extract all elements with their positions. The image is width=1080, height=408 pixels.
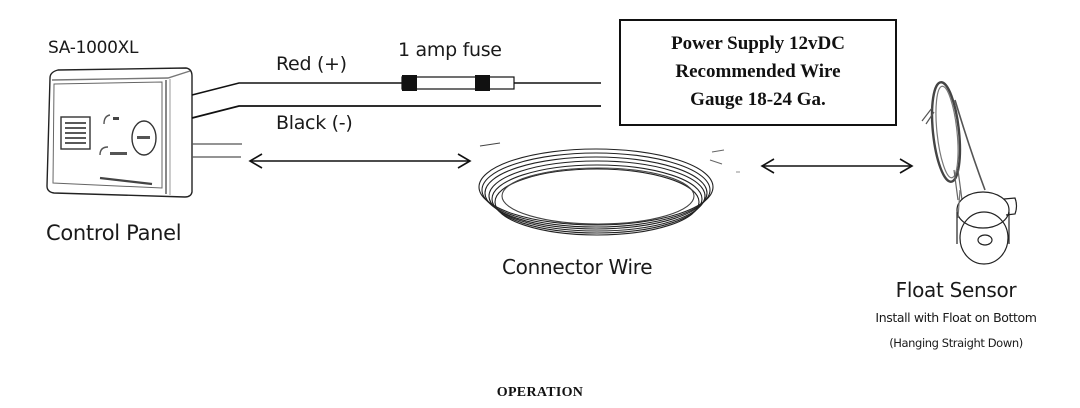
section-title: OPERATION <box>496 385 584 400</box>
float-sensor-label: Float Sensor <box>895 278 1017 302</box>
black-negative-wire <box>191 105 601 119</box>
red-positive-wire <box>191 82 601 96</box>
panel-front-face <box>52 81 163 189</box>
power-led-icon <box>103 114 111 125</box>
panel-brand-mark <box>99 176 153 186</box>
float-sensor-install-note: Install with Float on Bottom <box>875 310 1037 325</box>
red-wire-label: Red (+) <box>276 53 347 75</box>
panel-top-bevel <box>51 70 191 81</box>
control-panel-device <box>46 67 193 198</box>
connector-wire-coil-icon <box>478 142 740 236</box>
panel-connector-stubs <box>192 143 242 158</box>
double-arrow-panel-to-wire <box>248 153 472 169</box>
fuse-icon <box>401 75 515 91</box>
alarm-led-icon <box>99 146 109 156</box>
power-supply-line-3: Gauge 18-24 Ga. <box>690 89 826 110</box>
fuse-cap-left <box>402 75 417 91</box>
control-panel-label: Control Panel <box>46 221 182 245</box>
fuse-label: 1 amp fuse <box>398 39 502 61</box>
power-supply-line-1: Power Supply 12vDC <box>671 33 845 54</box>
float-sensor-icon <box>921 81 1018 265</box>
power-supply-callout-box: Power Supply 12vDC Recommended Wire Gaug… <box>619 19 897 126</box>
power-supply-line-2: Recommended Wire <box>675 61 841 82</box>
fuse-cap-right <box>475 75 490 91</box>
model-number-label: SA-1000XL <box>48 38 139 58</box>
float-sensor-hanging-note: (Hanging Straight Down) <box>889 336 1023 350</box>
speaker-grille-icon <box>60 116 91 150</box>
double-arrow-wire-to-sensor <box>760 158 914 174</box>
panel-housing <box>46 67 193 198</box>
black-wire-label: Black (-) <box>276 112 353 134</box>
test-button-icon <box>131 120 157 156</box>
connector-wire-label: Connector Wire <box>502 255 653 279</box>
